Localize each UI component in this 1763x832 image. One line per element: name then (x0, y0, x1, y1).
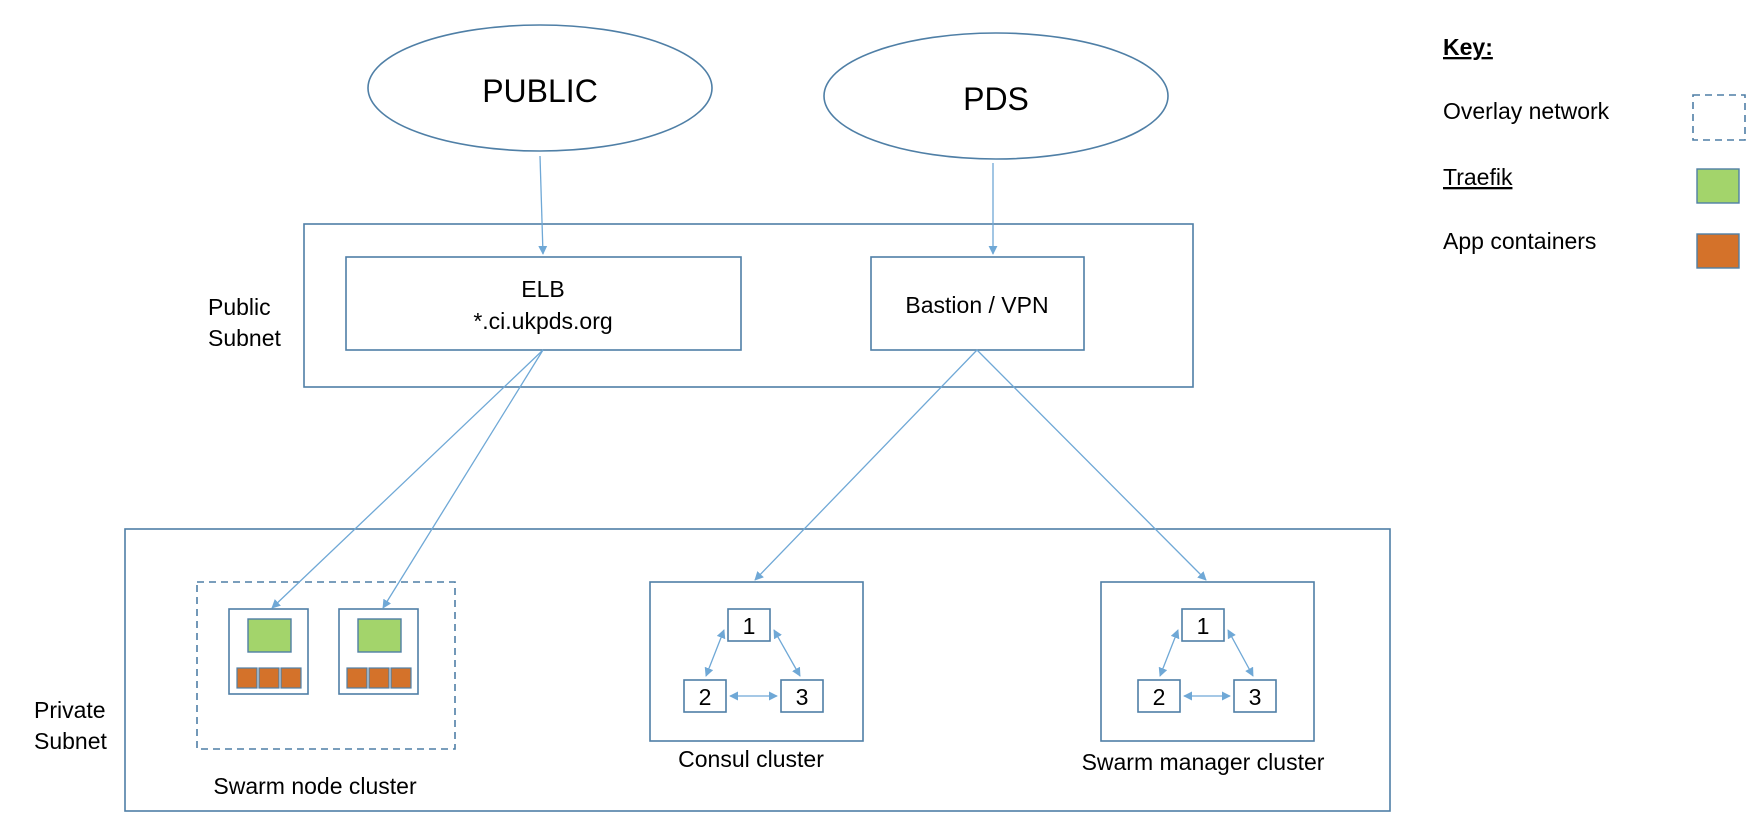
private-subnet-label-line1: Private (34, 697, 106, 723)
bastion-vpn-box (870, 256, 1085, 351)
arrow-elb-to-swarm-node-2 (382, 349, 544, 609)
elb-title: ELB (521, 276, 564, 302)
legend-traefik-label: Traefik (1443, 164, 1513, 190)
consul-link-1-2 (704, 629, 726, 677)
public-label: PUBLIC (482, 73, 598, 109)
swarm-manager-link-1-2 (1158, 629, 1180, 677)
app-container (368, 667, 390, 689)
pds-label: PDS (963, 81, 1029, 117)
svg-text:2: 2 (1153, 684, 1166, 710)
arrow-elb-to-swarm-node-1 (271, 349, 544, 609)
swarm-manager-member-3: 3 (1233, 679, 1277, 713)
arrow-bastion-to-swarm-manager (976, 349, 1207, 581)
public-ellipse (367, 24, 713, 152)
app-container (280, 667, 302, 689)
swarm-manager-cluster-box (1100, 581, 1315, 742)
legend: Key: Overlay network Traefik App contain… (1443, 34, 1746, 269)
swarm-manager-member-1: 1 (1181, 608, 1225, 642)
swarm-manager-link-1-3 (1227, 629, 1254, 677)
svg-text:1: 1 (1197, 613, 1210, 639)
consul-cluster-label: Consul cluster (678, 746, 824, 772)
consul-link-1-3 (773, 629, 801, 677)
svg-text:1: 1 (743, 613, 756, 639)
app-container (346, 667, 368, 689)
private-subnet-label-line2: Subnet (34, 728, 108, 754)
swarm-manager-cluster-label: Swarm manager cluster (1082, 749, 1325, 775)
app-container (258, 667, 280, 689)
swarm-node-cluster-label: Swarm node cluster (213, 773, 417, 799)
legend-title: Key: (1443, 34, 1493, 60)
svg-text:3: 3 (1249, 684, 1262, 710)
public-subnet-box (303, 223, 1194, 388)
swarm-node-1 (228, 608, 309, 695)
public-subnet-label-line1: Public (208, 294, 271, 320)
elb-box (345, 256, 742, 351)
private-subnet-box (124, 528, 1391, 812)
consul-member-2: 2 (683, 679, 727, 713)
svg-text:2: 2 (699, 684, 712, 710)
traefik-container (357, 618, 402, 653)
legend-overlay-label: Overlay network (1443, 98, 1610, 124)
swarm-manager-member-2: 2 (1137, 679, 1181, 713)
legend-overlay-swatch (1692, 94, 1746, 141)
consul-member-1: 1 (727, 608, 771, 642)
arrow-bastion-to-consul (754, 349, 978, 581)
arrow-public-to-elb (538, 155, 548, 255)
legend-traefik-swatch (1696, 168, 1740, 204)
svg-text:3: 3 (796, 684, 809, 710)
bastion-vpn-label: Bastion / VPN (905, 292, 1048, 318)
legend-app-containers-swatch (1696, 233, 1740, 269)
consul-cluster-box (649, 581, 864, 742)
pds-ellipse (823, 32, 1169, 160)
legend-app-containers-label: App containers (1443, 228, 1596, 254)
swarm-node-2 (338, 608, 419, 695)
overlay-network-box (196, 581, 456, 750)
public-subnet-label-line2: Subnet (208, 325, 282, 351)
app-container (390, 667, 412, 689)
app-container (236, 667, 258, 689)
consul-member-3: 3 (780, 679, 824, 713)
elb-domain: *.ci.ukpds.org (473, 308, 612, 334)
traefik-container (247, 618, 292, 653)
